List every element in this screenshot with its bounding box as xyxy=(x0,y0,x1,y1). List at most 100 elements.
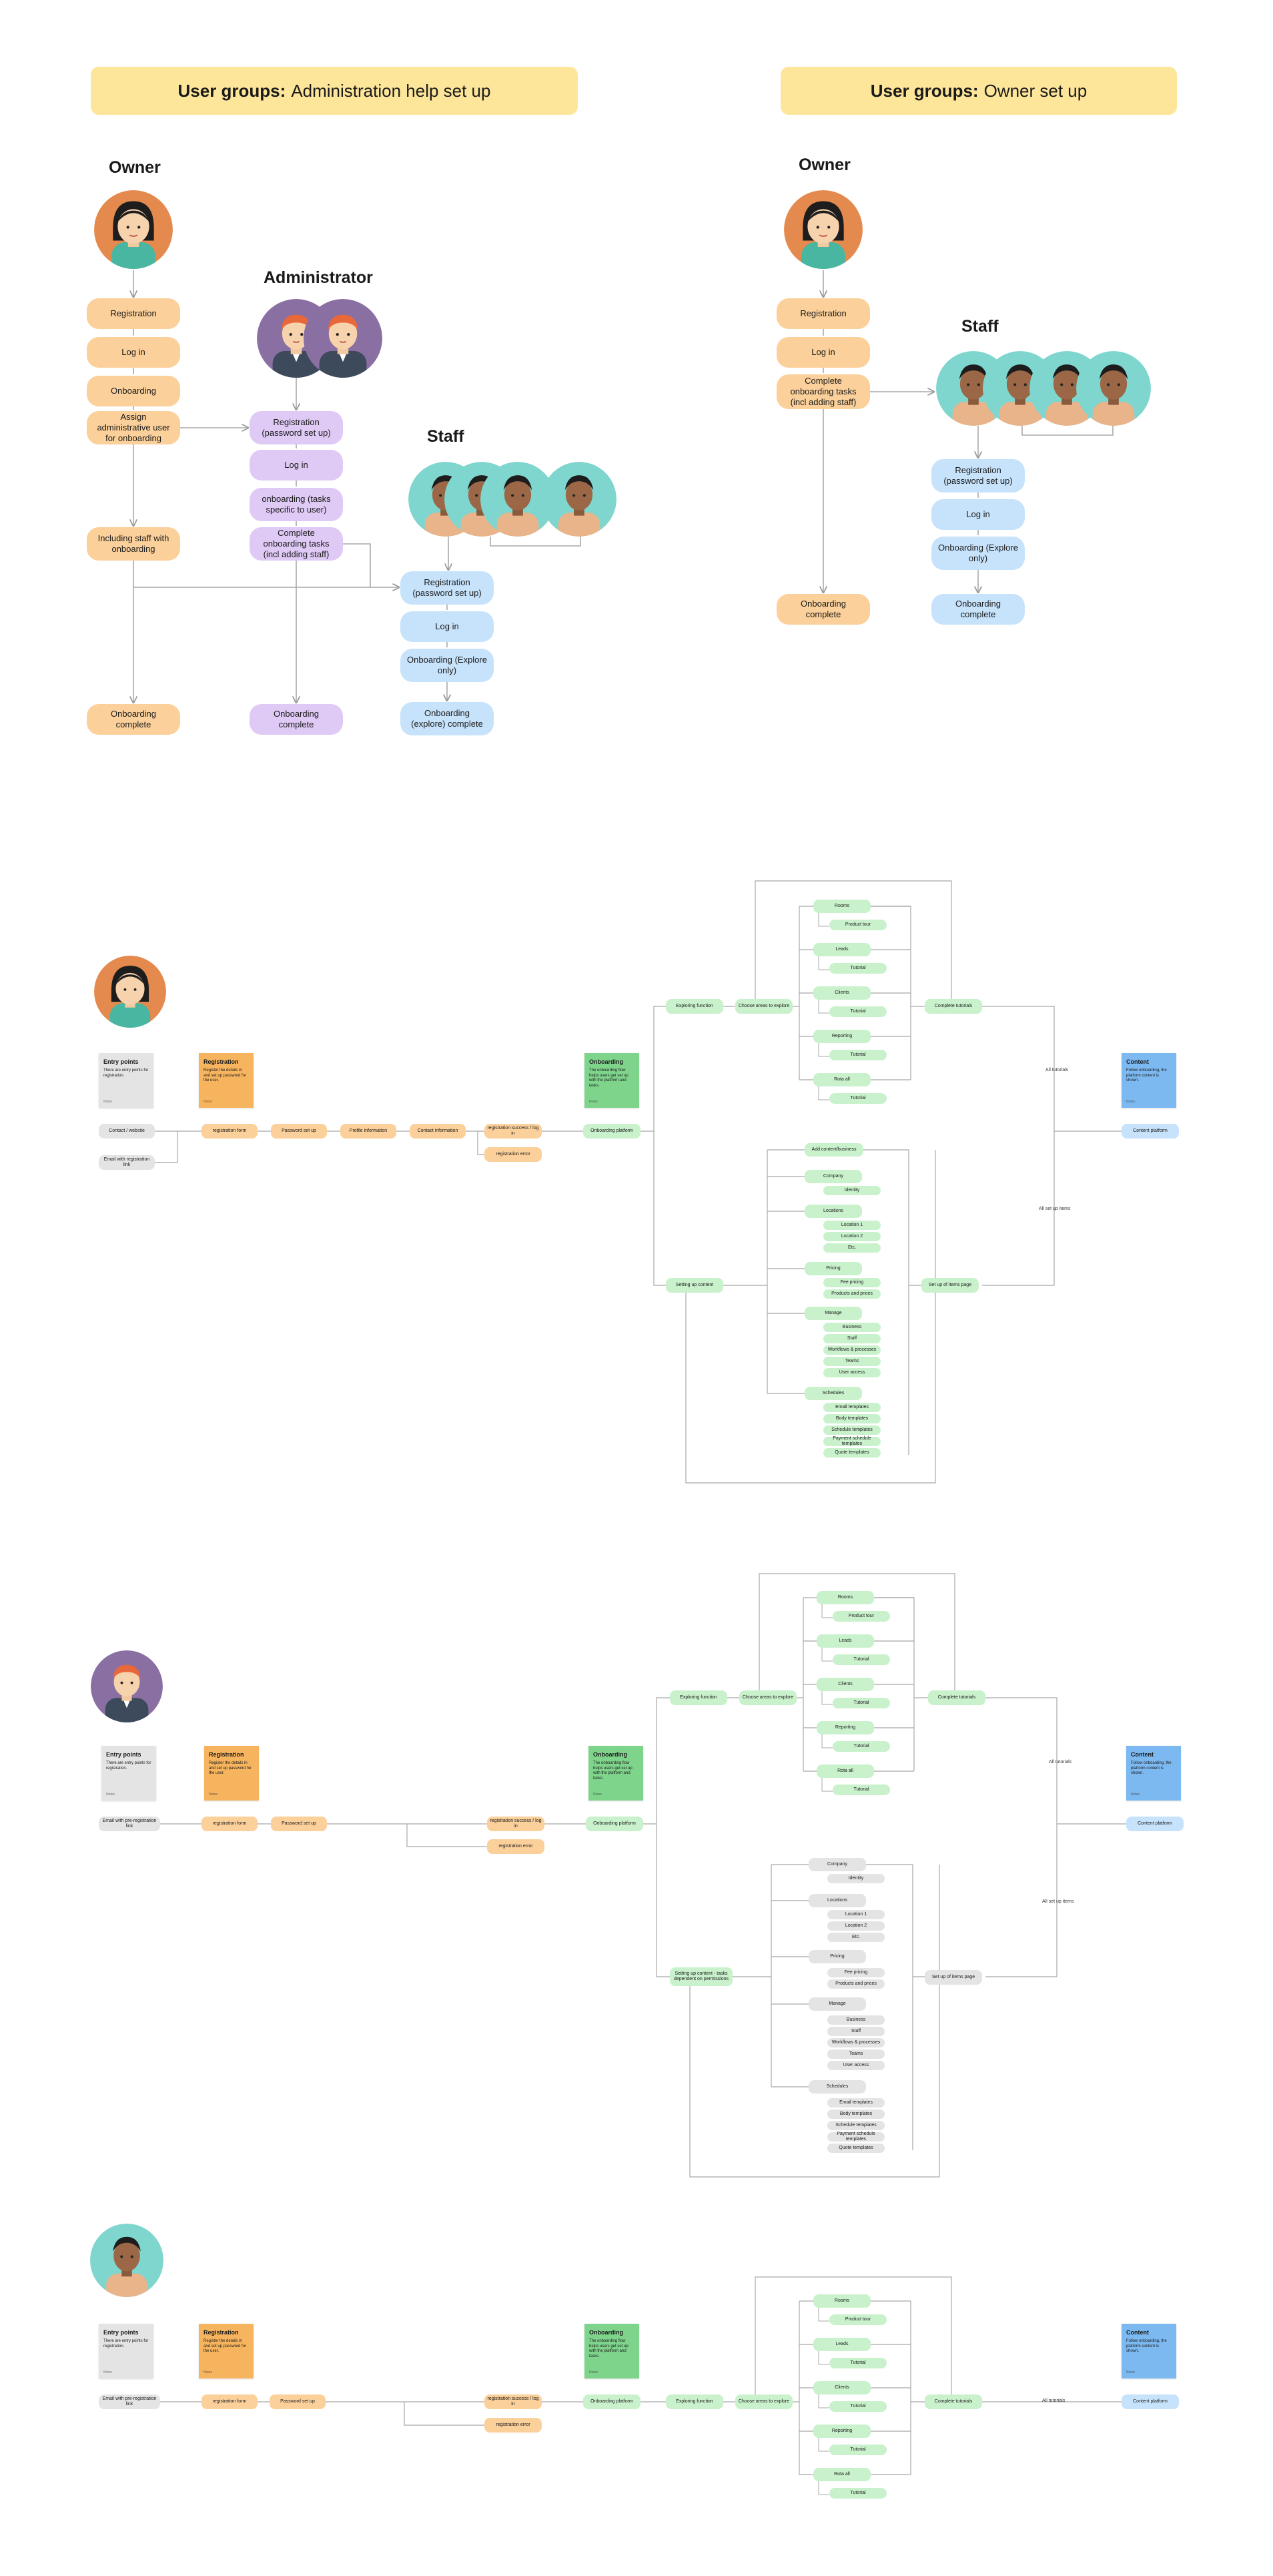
owner-manage-staff: Staff xyxy=(823,1334,881,1343)
staff-reg-error: registration error xyxy=(484,2418,542,2433)
connector-126 xyxy=(818,2351,829,2365)
connector-70 xyxy=(862,1149,909,1455)
admin-complete-tasks: Complete onboarding tasks (incl adding s… xyxy=(250,527,343,561)
staff-rota-tutorial: Tutorial xyxy=(829,2488,887,2499)
owner-manage-access: User access xyxy=(823,1368,881,1377)
admin-payment-templates: Payment schedule templates xyxy=(827,2132,885,2142)
admin-explore-leads: Leads xyxy=(817,1634,874,1648)
admin-reporting-tutorial: Tutorial xyxy=(833,1741,890,1752)
owner-manage-workflows: Workflows & processes xyxy=(823,1345,881,1355)
staff-reg-success: registration success / log in xyxy=(484,2394,542,2409)
admin-body-templates: Body templates xyxy=(827,2110,885,2119)
staff-registration: Registration (password set up) xyxy=(400,571,494,605)
connector-78 xyxy=(643,1697,670,1825)
staff-content-platform: Content platform xyxy=(1122,2394,1179,2409)
owner-setup-schedules: Schedules xyxy=(805,1387,862,1400)
connector-59 xyxy=(755,880,952,999)
owner-company-identity: Identity xyxy=(823,1186,881,1195)
admin-password: Password set up xyxy=(271,1817,327,1831)
administrator-avatar-2 xyxy=(304,299,382,378)
owner-edge-all-setup: All set up items xyxy=(1039,1207,1071,1211)
staff2-onboarding-explore: Onboarding (Explore only) xyxy=(931,537,1025,570)
owner-explore-rota: Rota all xyxy=(813,1073,871,1086)
owner-explore-clients: Clients xyxy=(813,986,871,1000)
owner-setting-up: Setting up content xyxy=(666,1278,723,1293)
admin-rooms-tour: Product tour xyxy=(833,1611,890,1622)
connector-84 xyxy=(821,1604,833,1618)
connector-86 xyxy=(821,1648,833,1662)
connector-112 xyxy=(689,1865,940,2178)
staff-avatar-4 xyxy=(542,462,616,537)
admin-choose-areas: Choose areas to explore xyxy=(739,1690,797,1705)
staff-explore-leads: Leads xyxy=(813,2338,871,2351)
connector-132 xyxy=(818,2438,829,2452)
owner-location-etc: Etc. xyxy=(823,1243,881,1253)
owner-location-2: Location 2 xyxy=(823,1232,881,1241)
owner-assign-admin: Assign administrative user for onboardin… xyxy=(87,411,180,444)
staff-edge-all-tutorials: All tutorials xyxy=(1042,2398,1066,2403)
staff-choose-areas: Choose areas to explore xyxy=(735,2394,793,2409)
admin-explore-rooms: Rooms xyxy=(817,1591,874,1604)
admin-manage-business: Business xyxy=(827,2015,885,2025)
connector-102 xyxy=(985,1824,1057,1977)
owner-edge-all-tutorials: All tutorials xyxy=(1045,1068,1069,1072)
administrator-role-label: Administrator xyxy=(264,268,373,287)
staff-role-label-2: Staff xyxy=(961,317,999,336)
connector-72 xyxy=(685,1150,936,1484)
owner2-login: Log in xyxy=(777,337,870,368)
admin-reg-form: registration form xyxy=(201,1817,258,1831)
owner-contact-info: Contact information xyxy=(410,1124,466,1139)
connector-139 xyxy=(755,2276,952,2394)
owner-setup-locations: Locations xyxy=(805,1205,862,1218)
owner-content-platform: Content platform xyxy=(1122,1124,1179,1139)
admin-quote-templates: Quote templates xyxy=(827,2144,885,2153)
staff-explore-reporting: Reporting xyxy=(813,2425,871,2438)
connector-49 xyxy=(818,1043,829,1057)
connector-100 xyxy=(759,1573,955,1690)
admin-setup-schedules: Schedules xyxy=(809,2080,866,2094)
staff-onboarding-explore: Onboarding (Explore only) xyxy=(400,649,494,682)
connector-123 xyxy=(818,2308,829,2322)
owner-password: Password set up xyxy=(271,1124,327,1139)
owner-manage-business: Business xyxy=(823,1323,881,1332)
admin-setup-locations: Locations xyxy=(809,1894,866,1907)
admin-edge-all-tutorials: All tutorials xyxy=(1049,1760,1072,1764)
admin-location-1: Location 1 xyxy=(827,1910,885,1919)
connector-60 xyxy=(982,1006,1122,1132)
owner-reporting-tutorial: Tutorial xyxy=(829,1050,887,1060)
connector-129 xyxy=(818,2394,829,2408)
connector-15 xyxy=(490,537,581,547)
connector-13 xyxy=(343,543,371,587)
admin-manage-staff: Staff xyxy=(827,2027,885,2036)
connector-25 xyxy=(1021,426,1114,436)
owner-email-templates: Email templates xyxy=(823,1403,881,1412)
owner-journey-avatar xyxy=(94,956,166,1028)
staff-reg-form: registration form xyxy=(201,2394,258,2409)
admin-location-2: Location 2 xyxy=(827,1921,885,1931)
owner-add-content: Add content/business xyxy=(805,1143,863,1157)
owner2-registration: Registration xyxy=(777,298,870,329)
owner-setup-complete: Set up of items page xyxy=(921,1278,979,1293)
staff-rooms-tour: Product tour xyxy=(829,2314,887,2325)
owner-leads-tutorial: Tutorial xyxy=(829,963,887,974)
staff-entry-email: Email with pre-registration link xyxy=(99,2394,160,2409)
connector-88 xyxy=(821,1691,833,1705)
admin-manage-workflows: Workflows & processes xyxy=(827,2038,885,2047)
admin-onboarding-tasks: onboarding (tasks specific to user) xyxy=(250,488,343,521)
owner-reg-error: registration error xyxy=(484,1147,542,1162)
admin-registration: Registration (password set up) xyxy=(250,411,343,444)
owner-explore-reporting: Reporting xyxy=(813,1030,871,1043)
owner-reg-success: registration success / log in xyxy=(484,1124,542,1139)
connector-110 xyxy=(866,1864,913,2150)
